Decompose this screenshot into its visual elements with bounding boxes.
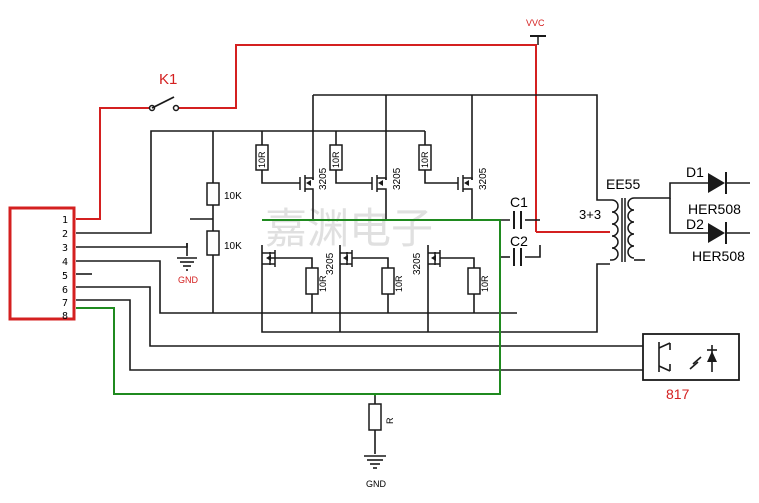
pin-8-label: 8	[62, 311, 68, 322]
optocoupler-label: 817	[666, 386, 690, 402]
vcc-label: VVC	[526, 18, 545, 28]
switch-k1: K1	[148, 71, 180, 112]
mosfet-top-1-part: 3205	[318, 167, 329, 190]
mosfet-top-3: 10R 3205	[418, 144, 489, 192]
ground-symbol-top: GND	[177, 257, 199, 285]
gate-r-bottom-2: 10R	[394, 275, 404, 292]
gate-r-bottom-1: 10R	[318, 275, 328, 292]
r-bottom-label: 10K	[224, 241, 242, 252]
d1-label: D1	[686, 164, 704, 180]
r-sense-label: R	[385, 417, 395, 424]
gate-r-top-2: 10R	[331, 151, 341, 168]
capacitor-c2: C2	[510, 233, 528, 266]
pin-1-label: 1	[62, 215, 68, 226]
mosfet-top-1: 10R 3205	[255, 144, 329, 192]
gate-r-top-1: 10R	[257, 151, 267, 168]
d1-part-label: HER508	[688, 201, 741, 217]
pin-6-label: 6	[62, 285, 68, 296]
pin-7-label: 7	[62, 298, 68, 309]
d2-part-label: HER508	[692, 248, 745, 264]
r-top-label: 10K	[224, 191, 242, 202]
pin-3-label: 3	[62, 243, 68, 254]
vcc-wiring	[76, 44, 610, 233]
mosfet-bottom-3: 3205 10R	[412, 250, 490, 295]
resistor-10k-top: 10K	[206, 182, 242, 206]
pin-2-label: 2	[62, 229, 68, 240]
resistor-10k-bottom: 10K	[206, 230, 242, 256]
gate-r-bottom-3: 10R	[480, 275, 490, 292]
diode-d2: D2 HER508	[686, 216, 745, 264]
transformer-label: EE55	[606, 176, 640, 192]
connector: 1 2 3 4 5 6 7 8	[8, 206, 76, 322]
pin-4-label: 4	[62, 257, 68, 268]
pin-5-label: 5	[62, 271, 68, 282]
gnd-bottom-label: GND	[366, 479, 387, 489]
c2-label: C2	[510, 233, 528, 249]
d2-label: D2	[686, 216, 704, 232]
resistor-r: R	[368, 403, 395, 431]
gate-r-top-3: 10R	[420, 151, 430, 168]
mosfet-bottom-1: 3205 10R	[262, 250, 336, 295]
watermark-text: 嘉渊电子	[265, 204, 433, 253]
c1-label: C1	[510, 194, 528, 210]
mosfet-top-2: 10R 3205	[329, 144, 403, 192]
capacitor-c1: C1	[510, 194, 528, 229]
diode-d1: D1 HER508	[686, 164, 741, 217]
mosfet-bottom-3-part: 3205	[412, 252, 423, 275]
transformer: EE55 3+3	[579, 176, 640, 262]
mosfet-top-3-part: 3205	[478, 167, 489, 190]
green-return	[76, 219, 501, 396]
vcc-terminal: VVC	[526, 18, 546, 45]
mosfet-top-2-part: 3205	[392, 167, 403, 190]
optocoupler-817: 817	[642, 333, 740, 402]
mosfet-bottom-2: 10R	[340, 250, 404, 295]
connector-outline	[8, 206, 76, 321]
gnd-top-label: GND	[178, 275, 199, 285]
switch-label: K1	[159, 71, 177, 88]
ground-symbol-bottom: GND	[364, 455, 387, 489]
mosfet-bottom-1-part: 3205	[325, 252, 336, 275]
winding-label: 3+3	[579, 207, 601, 222]
